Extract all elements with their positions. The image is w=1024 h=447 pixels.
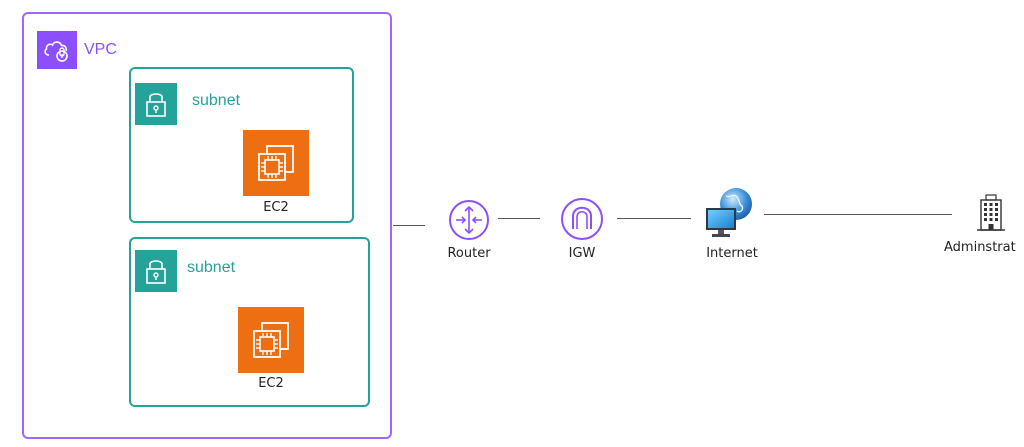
subnet-group-2 (129, 237, 370, 407)
connector-router-igw (498, 218, 540, 219)
connector-internet-admin (764, 214, 952, 215)
ec2-label-2: EC2 (258, 376, 284, 391)
subnet-lock-icon (135, 250, 177, 292)
vpc-cloud-lock-icon (37, 31, 77, 69)
ec2-chip-icon (238, 307, 304, 373)
router-icon (447, 198, 491, 242)
subnet-label-1: subnet (192, 92, 241, 109)
router-label: Router (447, 246, 491, 261)
subnet-label-2: subnet (187, 259, 236, 276)
internet-gateway-icon (559, 196, 605, 242)
admin-label: Adminstrat (944, 240, 1016, 255)
ec2-label-1: EC2 (263, 200, 289, 215)
connector-vpc-router (393, 225, 425, 226)
connector-igw-internet (617, 218, 691, 219)
subnet-group-1 (129, 67, 354, 223)
vpc-label: VPC (84, 41, 117, 58)
internet-label: Internet (706, 246, 758, 261)
subnet-lock-icon (135, 83, 177, 125)
ec2-chip-icon (243, 130, 309, 196)
igw-label: IGW (568, 246, 596, 261)
globe-monitor-icon (702, 186, 758, 242)
vpc-group (22, 12, 392, 439)
office-building-icon (974, 192, 1008, 232)
